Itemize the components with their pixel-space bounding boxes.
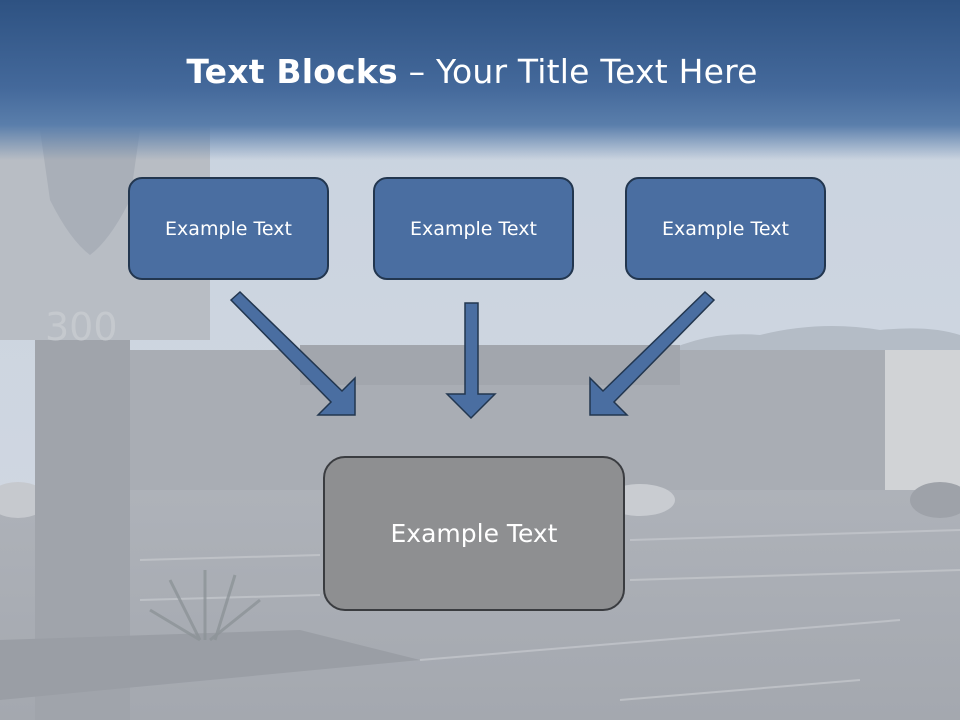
text-block-2-label: Example Text xyxy=(410,217,537,240)
text-block-3[interactable]: Example Text xyxy=(625,177,826,280)
text-block-2[interactable]: Example Text xyxy=(373,177,574,280)
slide-title: Text Blocks – Your Title Text Here xyxy=(0,52,944,91)
result-block[interactable]: Example Text xyxy=(323,456,625,611)
title-rest: – Your Title Text Here xyxy=(397,52,758,91)
text-block-3-label: Example Text xyxy=(662,217,789,240)
text-block-1[interactable]: Example Text xyxy=(128,177,329,280)
title-bold: Text Blocks xyxy=(186,52,398,91)
result-block-label: Example Text xyxy=(390,519,558,548)
text-block-1-label: Example Text xyxy=(165,217,292,240)
header-band xyxy=(0,0,960,160)
svg-text:300: 300 xyxy=(45,305,118,349)
